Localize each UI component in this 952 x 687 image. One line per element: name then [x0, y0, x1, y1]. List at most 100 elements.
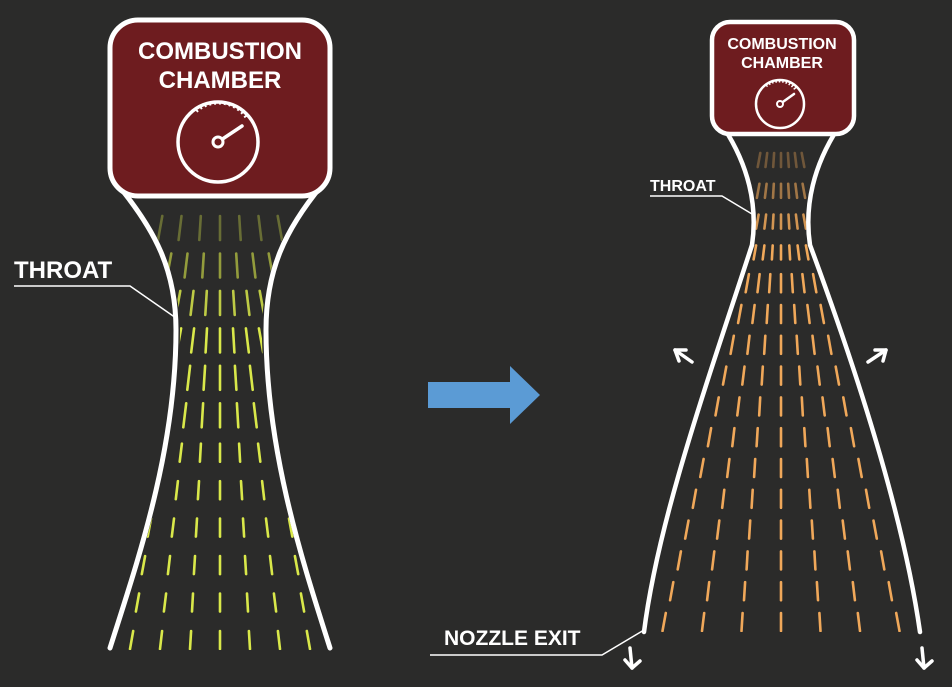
flow-dash — [792, 303, 797, 325]
flow-dash — [811, 334, 816, 356]
flow-dash — [771, 213, 775, 230]
flow-dash — [177, 214, 183, 242]
flow-dash — [800, 151, 806, 169]
flow-dash — [661, 611, 668, 632]
flow-dash — [841, 396, 848, 417]
flow-dash — [821, 396, 827, 417]
flow-dash — [691, 488, 698, 510]
flow-dash — [204, 327, 209, 354]
flow-dash — [765, 303, 770, 325]
flow-dash — [770, 244, 775, 261]
left-throat-label: THROAT — [14, 257, 113, 284]
flow-dash — [178, 442, 184, 464]
flow-dash — [794, 182, 799, 200]
left-nozzle-outline-right — [263, 182, 333, 651]
right-combustion-chamber — [709, 19, 857, 137]
flow-dash — [787, 244, 792, 261]
flow-dash — [764, 151, 769, 169]
gauge-icon — [754, 78, 806, 130]
flow-dash — [755, 426, 760, 448]
flow-dash — [751, 303, 756, 325]
flow-dash — [763, 182, 768, 200]
flow-dash — [257, 214, 263, 242]
flow-dash — [801, 182, 807, 200]
flow-dash — [771, 151, 776, 169]
expansion-arrow-icon — [623, 646, 642, 670]
flow-dash — [241, 517, 246, 538]
flow-dash — [794, 213, 799, 230]
flow-dash — [742, 580, 747, 602]
flow-dash — [183, 252, 189, 279]
flow-dash — [258, 289, 266, 317]
flow-dash — [202, 364, 207, 392]
flow-dash — [720, 488, 726, 510]
right-throat-leader — [650, 195, 753, 215]
flow-dash — [811, 272, 818, 294]
flow-dash — [305, 629, 312, 650]
flow-dash — [807, 488, 812, 510]
flow-dash — [740, 611, 744, 632]
flow-dash — [231, 327, 236, 354]
flow-dash — [736, 303, 743, 325]
flow-dash — [683, 519, 690, 540]
flow-dash — [237, 442, 242, 464]
flow-dash — [299, 592, 306, 613]
flow-dash — [760, 365, 765, 386]
flow-dash — [826, 334, 833, 356]
flow-dash — [252, 401, 259, 429]
flow-dash — [272, 592, 278, 613]
flow-dash — [244, 327, 251, 354]
flow-dash — [705, 580, 711, 602]
left-chamber-title-line2: CHAMBER — [159, 67, 282, 94]
flow-dash — [793, 151, 798, 169]
flow-dash — [245, 289, 251, 317]
gauge-icon — [176, 100, 260, 184]
flow-dash — [260, 479, 266, 501]
flow-dash — [248, 364, 254, 392]
right-throat-label: THROAT — [650, 178, 716, 195]
flow-dash — [698, 457, 705, 479]
flow-dash — [189, 327, 196, 354]
flow-dash — [257, 327, 265, 354]
flow-dash — [752, 244, 758, 261]
flow-dash — [247, 629, 252, 650]
flow-dash — [287, 517, 294, 538]
left-chamber-title-line1: COMBUSTION — [138, 38, 302, 65]
flow-dash — [744, 272, 751, 294]
flow-dash — [800, 396, 805, 417]
flow-dash — [846, 550, 852, 571]
flow-dash — [706, 426, 713, 448]
flow-dash — [752, 457, 757, 479]
flow-dash — [802, 426, 807, 448]
flow-dash — [714, 396, 721, 417]
expansion-arrow-icon — [915, 646, 934, 670]
flow-dash — [174, 479, 180, 501]
flow-dash — [818, 611, 822, 632]
left-nozzle-outline — [107, 182, 179, 651]
flow-dash — [239, 479, 244, 501]
flow-dash — [771, 182, 776, 200]
right-nozzle-outline-right — [806, 125, 923, 635]
flow-dash — [200, 401, 205, 429]
flow-dash — [725, 457, 731, 479]
flow-dash — [786, 182, 791, 200]
flow-dash — [189, 289, 195, 317]
right-chamber-title-line1: COMBUSTION — [727, 36, 836, 53]
flow-dash — [188, 629, 193, 650]
flow-dash — [182, 401, 188, 429]
flow-dash — [864, 488, 871, 510]
flow-dash — [745, 550, 749, 571]
flow-dash — [128, 629, 135, 650]
flow-dash — [796, 244, 801, 261]
flow-dash — [170, 517, 176, 538]
flow-dash — [801, 272, 806, 294]
flow-dash — [757, 396, 762, 417]
flow-dash — [293, 554, 300, 576]
flow-dash — [841, 519, 847, 540]
left-combustion-chamber — [107, 17, 333, 199]
flow-dash — [815, 580, 820, 602]
flow-dash — [836, 488, 842, 510]
flow-dash — [243, 554, 248, 576]
flow-dash — [767, 272, 772, 294]
